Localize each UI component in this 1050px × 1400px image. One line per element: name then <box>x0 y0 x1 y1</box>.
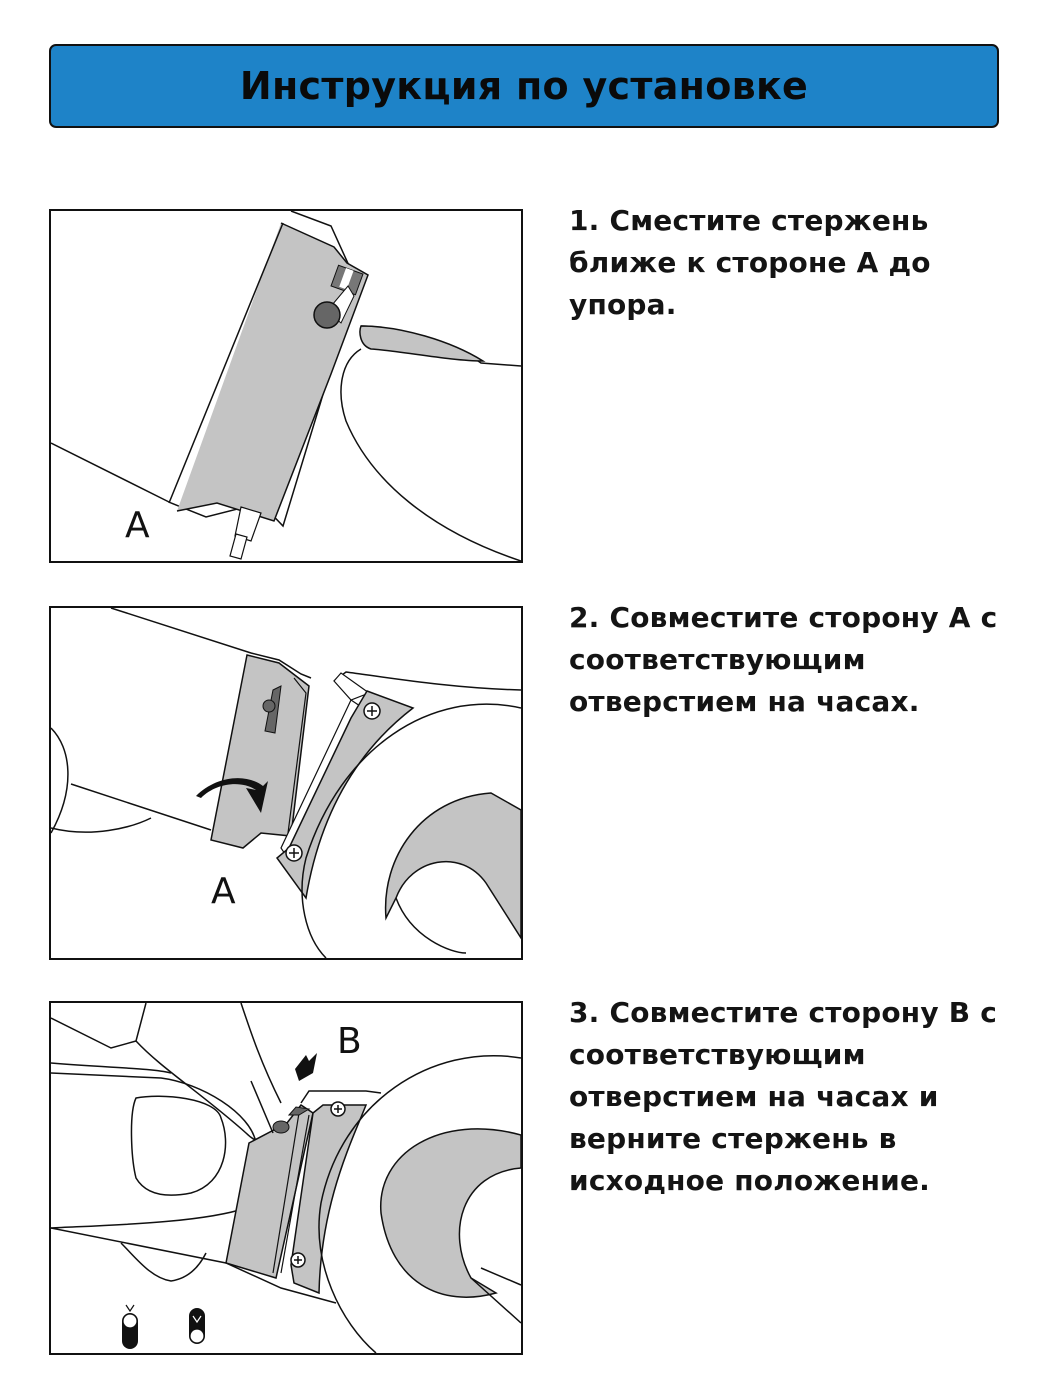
down-arrow-icon <box>295 1053 317 1081</box>
pin-retracted-icon <box>122 1304 138 1349</box>
pin-extended-icon <box>189 1308 205 1344</box>
step-3-illustration: B <box>49 1001 523 1355</box>
step-1-text: 1. Сместите стержень ближе к стороне А д… <box>569 204 931 321</box>
spring-bar-pin <box>313 301 341 329</box>
step-1-illustration: A <box>49 209 523 563</box>
step-2-illustration: A <box>49 606 523 960</box>
header-banner: Инструкция по установке <box>49 44 999 128</box>
curved-arrow-icon <box>196 778 268 813</box>
step-3-text: 3. Совместите сторону В с соответствующи… <box>569 996 998 1197</box>
side-label-b: B <box>337 1021 362 1062</box>
fingernail <box>359 325 486 362</box>
strap-illustration-2: A <box>51 608 521 958</box>
step-2-text: 2. Совместите сторону А с соответствующи… <box>569 601 998 718</box>
strap-illustration-3: B <box>51 1003 521 1353</box>
side-label-a: A <box>125 505 150 546</box>
page-title: Инструкция по установке <box>239 64 809 108</box>
strap-illustration-1: A <box>51 211 521 561</box>
side-label-a: A <box>211 871 236 912</box>
